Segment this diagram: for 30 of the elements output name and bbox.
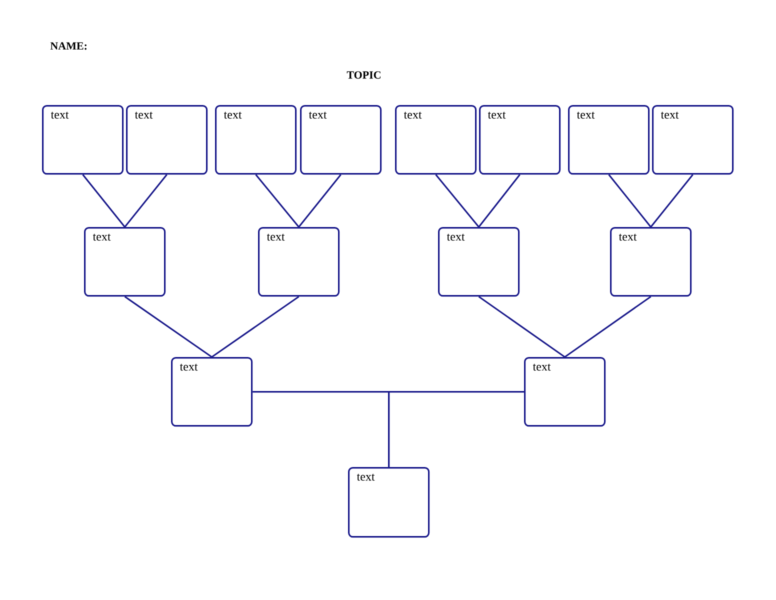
text-box: text (126, 105, 208, 175)
text-box: text (568, 105, 650, 175)
text-box: text (479, 105, 561, 175)
text-box: text (438, 227, 520, 297)
text-box: text (300, 105, 382, 175)
text-box: text (395, 105, 477, 175)
text-box: text (171, 357, 253, 427)
connector-line (478, 296, 566, 358)
text-box: text (348, 467, 430, 538)
text-box: text (215, 105, 297, 175)
text-box: text (610, 227, 692, 297)
text-box: text (652, 105, 734, 175)
name-label: NAME: (50, 42, 86, 50)
connector-line (82, 174, 126, 228)
text-box: text (84, 227, 166, 297)
connector-line (564, 296, 652, 358)
text-box: text (524, 357, 606, 427)
connector-line (211, 296, 300, 358)
connector-line (124, 174, 168, 228)
text-box: text (258, 227, 340, 297)
connector-line (298, 174, 342, 228)
connector-line (650, 174, 694, 228)
connector-line (124, 296, 212, 358)
connector-line (255, 174, 300, 228)
connector-line (388, 391, 524, 467)
connector-line (435, 174, 480, 228)
connector-line (478, 174, 520, 228)
text-box: text (42, 105, 124, 175)
title: TOPIC (346, 71, 380, 79)
connector-line (608, 174, 652, 228)
